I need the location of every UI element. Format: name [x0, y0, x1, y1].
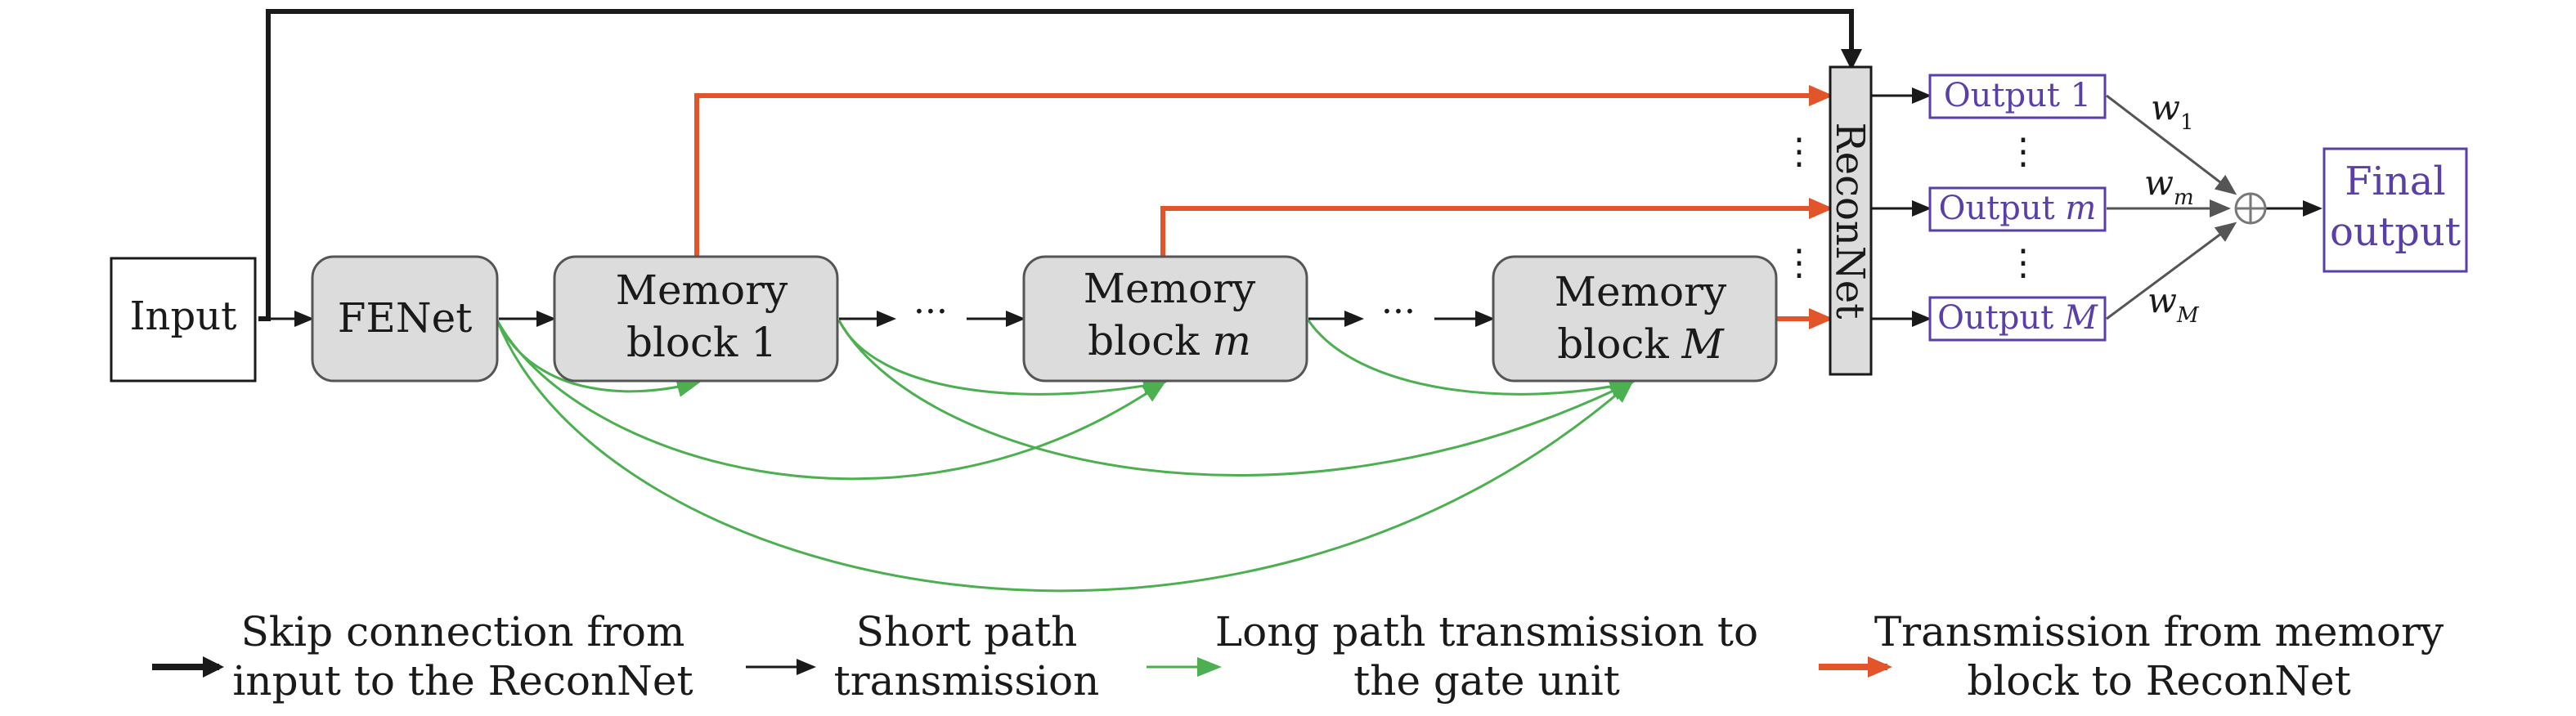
legend-memory-line2: block to ReconNet [1967, 657, 2350, 705]
short-path-arrows [258, 87, 2322, 327]
weighted-lines [2106, 94, 2237, 320]
output-m-label: Output m [1939, 190, 2097, 227]
orange-mb1-to-reconnet [694, 85, 1833, 258]
sum-operator [2234, 192, 2267, 225]
vertical-dots-outputs-lower: ⋮ [2005, 242, 2041, 284]
ellipsis-between-1-and-m: ··· [913, 291, 948, 333]
fenet-node: FENet [311, 255, 499, 383]
output-m: Output m [1928, 186, 2107, 232]
final-output-line2: output [2330, 209, 2461, 255]
input-label: Input [130, 293, 237, 339]
legend-short-line2: transmission [834, 657, 1100, 705]
output-1-label: Output 1 [1944, 77, 2091, 114]
memory-to-reconnet-connections [694, 85, 1833, 329]
final-output-node: Final output [2322, 147, 2468, 273]
legend-memory-line1: Transmission from memory [1874, 608, 2444, 656]
long-path-connections [496, 320, 1636, 593]
memory-block-M-line1: Memory [1555, 268, 1727, 315]
memory-block-M: Memory block M [1492, 255, 1778, 383]
legend: Skip connection from input to the ReconN… [152, 608, 2444, 705]
legend-item-skip-connection: Skip connection from input to the ReconN… [152, 608, 693, 705]
legend-short-line1: Short path [856, 608, 1078, 656]
long-path-mbm-to-mbM [1307, 320, 1636, 396]
legend-long-line1: Long path transmission to [1215, 608, 1758, 656]
reconnet-label: ReconNet [1827, 123, 1873, 320]
line-outputM-to-sum [2106, 222, 2237, 320]
memory-block-1-line1: Memory [616, 266, 788, 314]
final-output-line1: Final [2345, 159, 2446, 204]
legend-item-long-path: Long path transmission to the gate unit [1147, 608, 1758, 705]
memory-block-1-line2: block 1 [626, 319, 777, 366]
memory-block-m-line1: Memory [1084, 265, 1256, 312]
long-path-fenet-to-mbm [496, 320, 1167, 481]
vertical-dots-outputs-upper: ⋮ [2005, 131, 2041, 172]
weight-wM: wM [2147, 280, 2200, 328]
long-path-fenet-to-mbM [496, 320, 1635, 593]
reconnet-node: ReconNet [1827, 65, 1873, 376]
memory-block-M-line2: block M [1557, 320, 1725, 368]
legend-item-memory-to-reconnet: Transmission from memory block to ReconN… [1819, 608, 2444, 705]
input-node: Input [110, 257, 257, 383]
memory-block-1: Memory block 1 [553, 255, 839, 383]
legend-skip-line1: Skip connection from [241, 608, 685, 656]
weight-wm: wm [2144, 163, 2194, 210]
output-M-label: Output M [1937, 299, 2098, 337]
weight-w1: w1 [2151, 87, 2194, 135]
legend-long-line2: the gate unit [1353, 657, 1620, 705]
ellipsis-between-m-and-M: ··· [1381, 291, 1416, 333]
line-output1-to-sum [2106, 94, 2237, 195]
vertical-dots-left-lower: ⋮ [1781, 242, 1817, 284]
output-M: Output M [1928, 296, 2107, 342]
long-path-mb1-to-mbm [837, 320, 1168, 396]
long-path-mb1-to-mbM [837, 320, 1636, 477]
fenet-label: FENet [338, 294, 473, 342]
legend-item-short-path: Short path transmission [746, 608, 1099, 705]
legend-skip-line2: input to the ReconNet [232, 657, 693, 705]
memory-block-m-line2: block m [1088, 317, 1251, 365]
memory-block-m: Memory block m [1022, 255, 1308, 383]
output-1: Output 1 [1928, 74, 2107, 119]
orange-mbm-to-reconnet [1160, 198, 1833, 258]
vertical-dots-left-upper: ⋮ [1781, 131, 1817, 172]
